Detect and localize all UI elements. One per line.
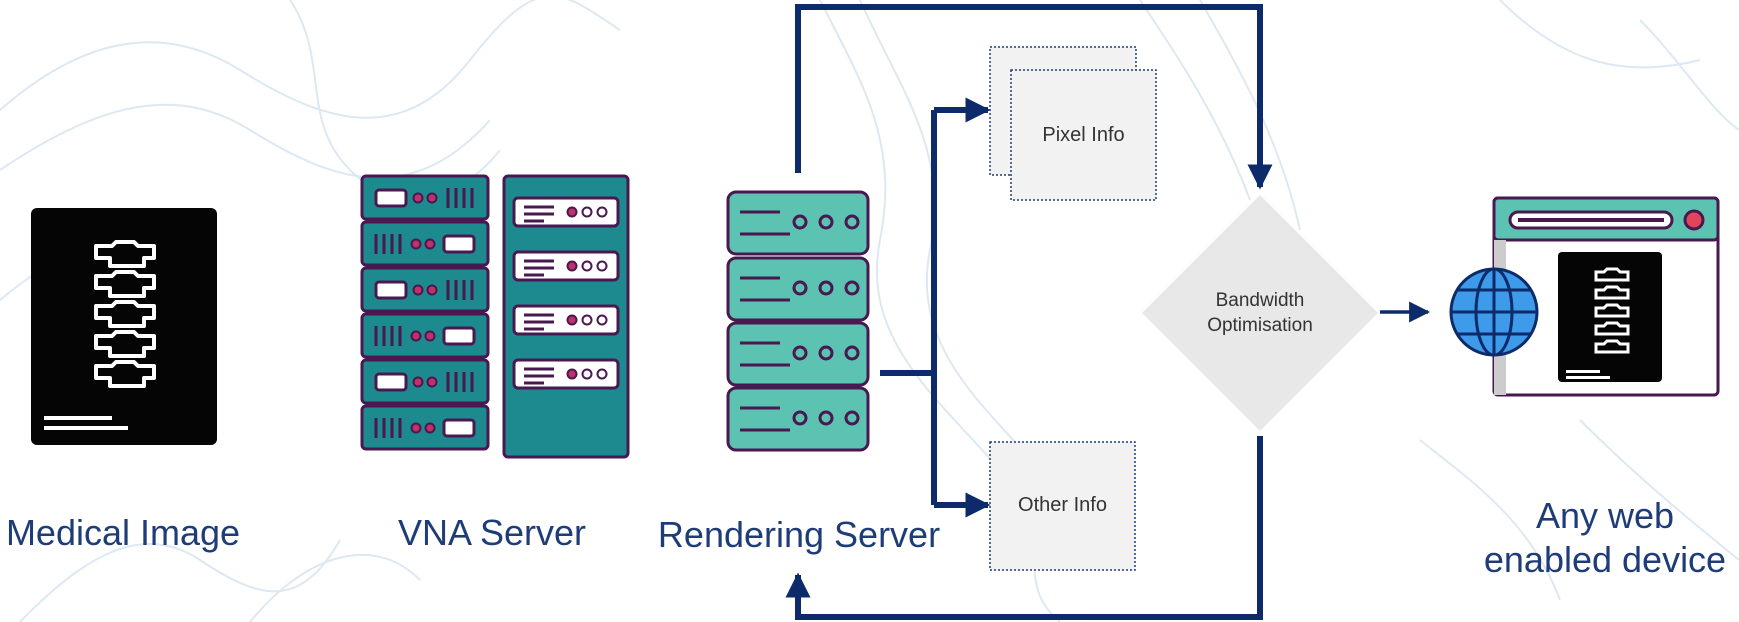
server-rack-icon [360, 174, 630, 459]
globe-icon [1449, 267, 1539, 357]
bandwidth-optimisation-label: Bandwidth Optimisation [1170, 288, 1350, 338]
connectors [785, 4, 1273, 620]
bandwidth-line-2: Optimisation [1207, 315, 1313, 336]
rendering-server-label: Rendering Server [657, 514, 941, 555]
bandwidth-line-1: Bandwidth [1215, 290, 1305, 311]
other-info-label: Other Info [1018, 494, 1107, 516]
xray-spine-icon [31, 208, 217, 445]
pixel-info-box [989, 46, 1157, 201]
pixel-info-label: Pixel Info [1042, 124, 1125, 146]
device-label: Any web enabled device [1470, 494, 1739, 582]
device-line-2: enabled device [1483, 539, 1727, 580]
medical-image-label: Medical Image [5, 512, 241, 553]
server-stack-icon [726, 190, 870, 452]
other-info-box [989, 441, 1136, 571]
bandwidth-diamond [1142, 195, 1378, 431]
device-line-1: Any web [1535, 495, 1675, 536]
vna-server-label: VNA Server [397, 512, 587, 553]
